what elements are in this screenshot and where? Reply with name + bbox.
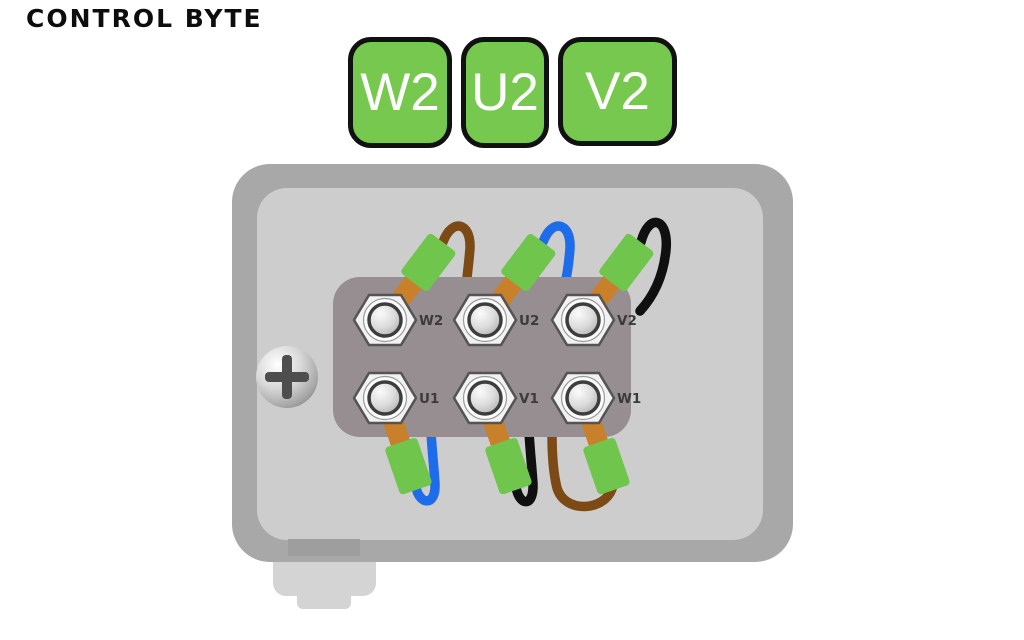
wire-sleeve [485, 437, 532, 495]
wire-brown-bottom [547, 429, 617, 512]
terminal-label: U2 [519, 313, 539, 329]
wire-blue-top [538, 221, 575, 293]
terminal-label: V1 [519, 391, 539, 407]
terminal-nut [452, 371, 518, 425]
wire-brown-top [438, 221, 475, 293]
wire-sleeve [385, 437, 432, 495]
terminal-tag-u2-text: U2 [471, 63, 539, 122]
terminal-w2: W2 [352, 233, 456, 347]
terminal-tag-w2-text: W2 [360, 63, 440, 122]
wire-black-top [635, 217, 671, 316]
terminal-nut [452, 293, 518, 347]
gland-notch [288, 539, 360, 556]
terminal-label: W2 [419, 313, 443, 329]
terminal-u2: U2 [452, 233, 556, 347]
cover-screw [256, 346, 318, 408]
terminal-tag-w2: W2 [348, 37, 452, 148]
terminal-v2: V2 [550, 233, 654, 347]
wire-black-bottom [511, 427, 538, 507]
wire-sleeve [583, 437, 630, 495]
screw-cross-v [282, 355, 292, 399]
terminal-nut [352, 293, 418, 347]
jumper-wires [411, 217, 671, 512]
terminal-tag-u2: U2 [461, 37, 549, 148]
terminal-nut [550, 293, 616, 347]
terminal-v1: V1 [452, 371, 539, 495]
terminal-tag-v2-text: V2 [585, 62, 650, 121]
wire-sleeve [599, 233, 654, 292]
wire-sleeve [501, 233, 556, 292]
wire-sleeve [401, 233, 456, 292]
terminal-tag-v2: V2 [558, 37, 677, 146]
terminal-u1: U1 [352, 371, 439, 495]
terminal-label: W1 [617, 391, 641, 407]
wire-blue-bottom [411, 427, 440, 506]
terminal-w1: W1 [550, 371, 641, 495]
terminal-label: V2 [617, 313, 637, 329]
terminal-nut [352, 371, 418, 425]
brand-logo: CONTROL BYTE [26, 4, 263, 33]
terminal-nut [550, 371, 616, 425]
terminal-label: U1 [419, 391, 439, 407]
